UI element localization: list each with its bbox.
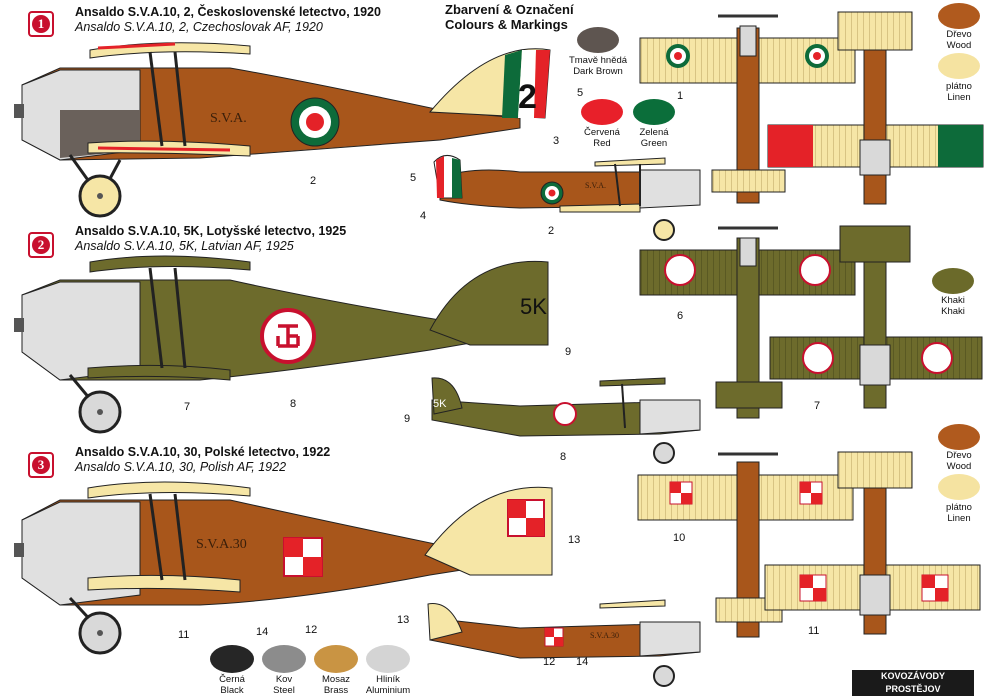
swatch-linen-2 [938, 474, 980, 500]
legend-heading-cz: Zbarvení & Označení [445, 2, 574, 17]
brand-logo: KOVOZÁVODY [852, 670, 974, 683]
plane-3-fuselage-text: S.V.A.30 [196, 537, 247, 552]
scheme-3-title-cz: Ansaldo S.V.A.10, 30, Polské letectvo, 1… [75, 445, 331, 459]
swatch-red [581, 99, 623, 125]
swatch-khaki [932, 268, 974, 294]
plane-2-small-side-view [431, 377, 701, 464]
scheme-3-number: 3 [32, 456, 50, 474]
scheme-1-title-cz: Ansaldo S.V.A.10, 2, Československé lete… [75, 5, 381, 19]
callout-12-small: 12 [543, 656, 556, 668]
plane-3-small-side-view [427, 599, 701, 687]
callout-2-small: 2 [548, 225, 555, 237]
callout-11-bottom: 11 [808, 625, 820, 637]
callout-13-small: 13 [397, 614, 410, 626]
plane-2-bottom-view [769, 225, 983, 409]
plane-1-fin-number: 2 [518, 78, 537, 116]
swatch-green [633, 99, 675, 125]
brand-city: PROSTĚJOV [852, 683, 974, 696]
callout-3: 3 [553, 135, 560, 147]
swatch-dark-brown [577, 27, 619, 53]
scheme-2-title-en: Ansaldo S.V.A.10, 5K, Latvian AF, 1925 [75, 239, 294, 253]
callout-1: 1 [677, 90, 684, 102]
callout-8-large: 8 [290, 398, 297, 410]
swatch-brass [314, 645, 358, 673]
callout-11-side: 11 [178, 629, 190, 641]
callout-5-small: 5 [410, 172, 417, 184]
callout-12-large: 12 [305, 624, 318, 636]
callout-2-large: 2 [310, 175, 317, 187]
plane-1-top-view [639, 14, 856, 204]
callout-7-bottom: 7 [814, 400, 821, 412]
plane-1-bottom-view [767, 11, 984, 205]
plane-3-small-fuselage-text: S.V.A.30 [590, 631, 619, 640]
legend-heading-en: Colours & Markings [445, 17, 568, 32]
plane-3-top-view [637, 452, 854, 638]
scheme-2-number: 2 [32, 236, 50, 254]
callout-6: 6 [677, 310, 684, 322]
plane-2-top-view [639, 226, 856, 419]
scheme-1-number: 1 [32, 15, 50, 33]
plane-2-small-fin-code: 5K [433, 398, 447, 410]
scheme-2-title-cz: Ansaldo S.V.A.10, 5K, Lotyšské letectvo,… [75, 224, 347, 238]
callout-14-small: 14 [576, 656, 589, 668]
callout-9-small: 9 [404, 413, 411, 425]
callout-7-side: 7 [184, 401, 191, 413]
swatch-wood-2 [938, 424, 980, 450]
swatch-wood-1 [938, 3, 980, 29]
scheme-2-badge: 2 [28, 232, 54, 258]
scheme-1-badge: 1 [28, 11, 54, 37]
callout-14-large: 14 [256, 626, 269, 638]
plane-2-side-view [14, 255, 549, 434]
scheme-3-badge: 3 [28, 452, 54, 478]
swatch-steel [262, 645, 306, 673]
callout-8-small: 8 [560, 451, 567, 463]
plane-1-small-fuselage-text: S.V.A. [585, 181, 606, 190]
plane-2-fin-code: 5K [520, 294, 547, 319]
plane-3-bottom-view [764, 451, 981, 635]
callout-5-large: 5 [577, 87, 584, 99]
callout-13-large: 13 [568, 534, 581, 546]
swatch-linen-1 [938, 53, 980, 79]
plane-3-side-view [14, 481, 553, 655]
swatch-black [210, 645, 254, 673]
callout-9-large: 9 [565, 346, 572, 358]
callout-10: 10 [673, 532, 686, 544]
scheme-1-title-en: Ansaldo S.V.A.10, 2, Czechoslovak AF, 19… [75, 20, 323, 34]
plane-1-side-view [14, 42, 551, 218]
plane-1-fuselage-text: S.V.A. [210, 111, 247, 126]
callout-4: 4 [420, 210, 427, 222]
scheme-3-title-en: Ansaldo S.V.A.10, 30, Polish AF, 1922 [75, 460, 287, 474]
swatch-aluminium [366, 645, 410, 673]
plane-1-small-side-view [433, 155, 701, 241]
